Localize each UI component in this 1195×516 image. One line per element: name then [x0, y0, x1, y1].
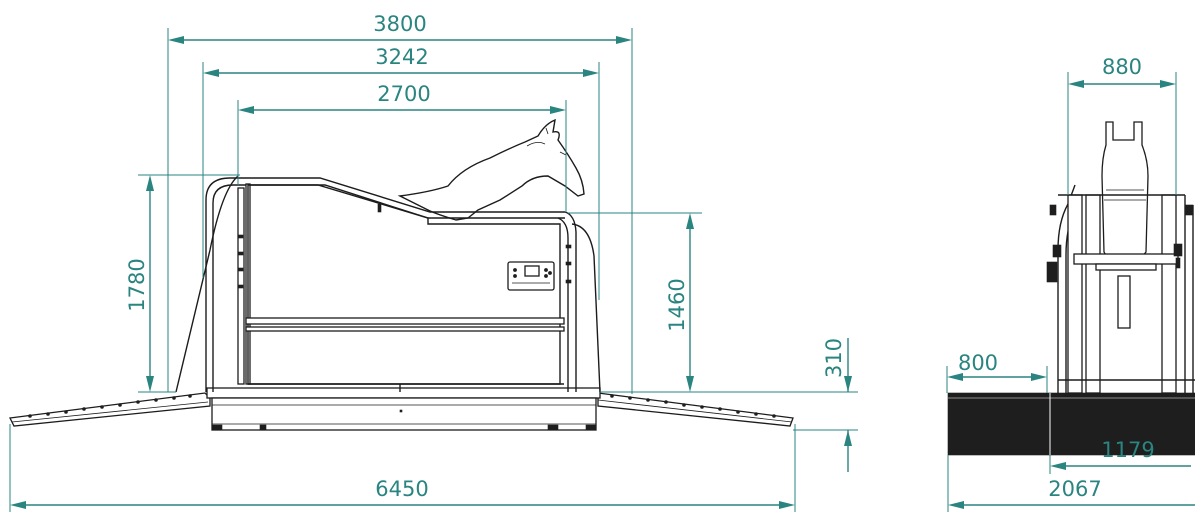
front-view [947, 121, 1195, 456]
dim-2067: 2067 [1048, 477, 1101, 501]
dim-2700: 2700 [377, 82, 430, 106]
dimensions-side: 3800 3242 2700 1780 1460 [9, 12, 858, 512]
dim-1179: 1179 [1101, 438, 1154, 462]
side-view [9, 118, 794, 431]
machine-body [175, 175, 601, 393]
control-panel [507, 261, 555, 291]
dim-3800: 3800 [373, 12, 426, 36]
dim-880: 880 [1102, 55, 1142, 79]
left-ramp [9, 392, 211, 427]
dim-800: 800 [958, 351, 998, 375]
dimensions-front: 880 800 1179 2067 [946, 55, 1195, 512]
horse-figure [397, 118, 585, 221]
dim-310: 310 [822, 338, 846, 378]
right-ramp [597, 392, 794, 427]
dim-1460: 1460 [665, 278, 689, 331]
base-platform [206, 384, 601, 431]
dim-3242: 3242 [375, 45, 428, 69]
dim-1780: 1780 [125, 258, 149, 311]
dim-6450: 6450 [375, 477, 428, 501]
